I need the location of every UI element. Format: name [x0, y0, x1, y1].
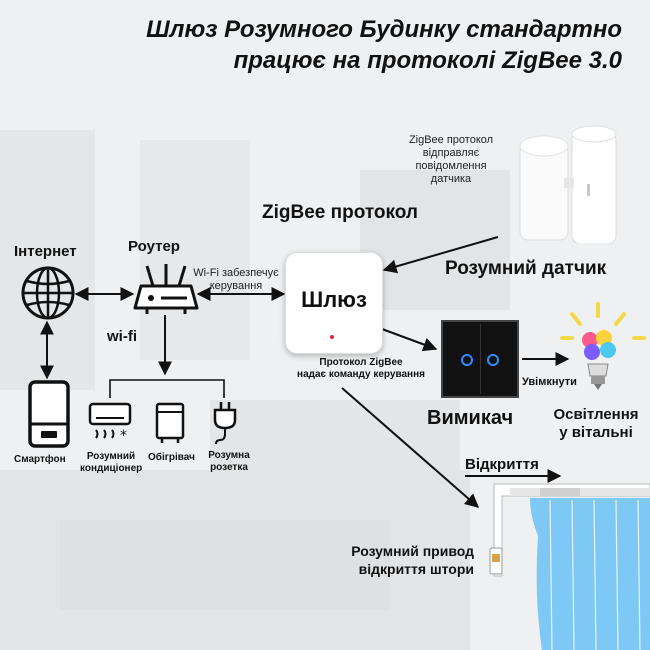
title-line-1: Шлюз Розумного Будинку стандартно [146, 16, 622, 43]
svg-text:*: * [120, 428, 127, 444]
wall-switch-icon [441, 320, 519, 398]
router-icon [133, 264, 199, 314]
zigbee-protocol-label: ZigBee протокол [262, 202, 418, 223]
hub-led [330, 335, 334, 339]
internet-label: Інтернет [14, 243, 77, 260]
curtain-label: Розумний привод відкриття штори [334, 542, 474, 578]
wifi-label: wi-fi [107, 328, 137, 345]
sensor-note: ZigBee протокол відправляє повідомлення … [385, 134, 517, 186]
globe-icon [21, 266, 75, 320]
opening-label: Відкриття [465, 456, 539, 473]
lighting-line-2: у вітальні [559, 424, 633, 441]
socket-label: Розумна розетка [199, 450, 259, 474]
ac-label: Розумний кондиціонер [80, 451, 142, 475]
heater-icon [155, 402, 185, 443]
lighting-label: Освітлення у вітальні [548, 406, 644, 442]
curtain-motor-icon [489, 483, 650, 650]
sensor-note-line-4: датчика [430, 173, 472, 185]
ac-line-2: кондиціонер [80, 463, 143, 474]
smart-sensor-label: Розумний датчик [445, 258, 607, 279]
socket-line-2: розетка [210, 462, 248, 473]
command-note: Протокол ZigBee надає команду керування [286, 357, 436, 381]
sensor-note-line-2: відправляє [422, 147, 480, 159]
curtain-line-1: Розумний привод [351, 543, 474, 559]
sensor-note-line-3: повідомлення [415, 160, 487, 172]
router-label: Роутер [128, 238, 180, 255]
door-sensor-icon [519, 125, 617, 244]
smartphone-icon [28, 380, 70, 448]
wifi-note-line-2: керування [209, 280, 263, 292]
ac-line-1: Розумний [86, 451, 136, 462]
switch-button-right [487, 354, 499, 366]
plug-icon [213, 402, 237, 445]
hub-label: Шлюз [301, 287, 367, 312]
switch-label: Вимикач [427, 407, 514, 429]
turn-on-label: Увімкнути [522, 376, 577, 388]
smartphone-label: Смартфон [14, 454, 66, 465]
switch-divider [480, 324, 481, 394]
switch-button-left [461, 354, 473, 366]
title-line-2: працює на протоколі ZigBee 3.0 [233, 47, 622, 74]
page-title: Шлюз Розумного Будинку стандартно працює… [62, 14, 622, 76]
heater-label: Обігрівач [148, 452, 195, 463]
socket-line-1: Розумна [208, 450, 250, 461]
command-note-line-2: надає команду керування [297, 369, 425, 380]
wifi-note-line-1: Wi-Fi забезпечує [193, 267, 279, 279]
light-bulb-icon [560, 302, 646, 390]
lighting-line-1: Освітлення [553, 406, 639, 423]
sensor-note-line-1: ZigBee протокол [408, 134, 494, 146]
air-conditioner-icon: * [88, 402, 132, 444]
command-note-line-1: Протокол ZigBee [319, 357, 403, 368]
wifi-control-note: Wi-Fi забезпечує керування [186, 267, 286, 293]
curtain-line-2: відкриття штори [358, 561, 474, 577]
gateway-hub: Шлюз [285, 252, 383, 354]
